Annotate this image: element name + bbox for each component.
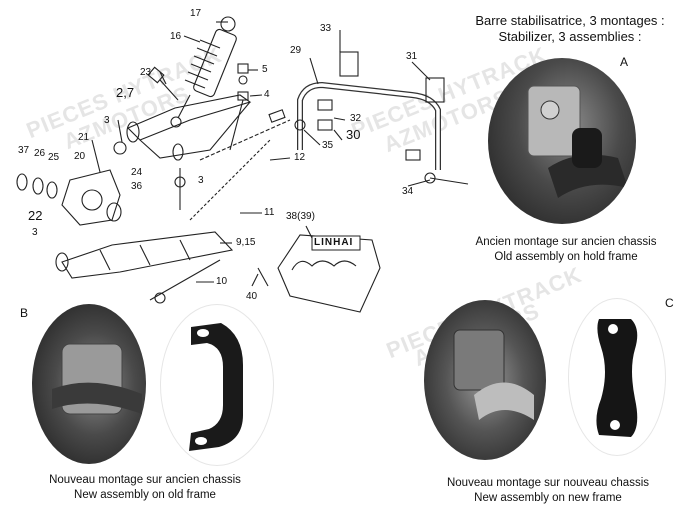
skid-cover <box>277 234 381 313</box>
photo-a <box>488 58 636 224</box>
photo-a-stabilizer-icon <box>527 85 628 198</box>
photo-c-letter: C <box>665 296 674 310</box>
callout-label: 31 <box>406 51 418 62</box>
callout-label: 25 <box>48 152 60 163</box>
callout-label: 29 <box>290 45 302 56</box>
bracket-icon <box>596 319 638 437</box>
callout-label: 11 <box>264 207 275 218</box>
header-title-en: Stabilizer, 3 assemblies : <box>498 29 642 44</box>
callout-label: 34 <box>402 186 414 197</box>
callout-label: 5 <box>262 64 268 75</box>
photo-a-caption-en: Old assembly on hold frame <box>494 251 638 263</box>
bracket-icon <box>189 323 243 451</box>
callout-label: 2,7 <box>116 85 135 100</box>
callout-label: 4 <box>264 89 270 100</box>
callout-label: 10 <box>216 276 228 287</box>
callout-label: 26 <box>34 148 46 159</box>
callout-label: 23 <box>140 67 152 78</box>
callout-label: 35 <box>322 140 334 151</box>
callout-label: 37 <box>18 145 30 156</box>
callout-label: 20 <box>74 151 86 162</box>
photo-b-left <box>32 304 146 464</box>
photo-b-letter: B <box>20 306 29 320</box>
callout-label: 33 <box>320 23 332 34</box>
callout-label: 36 <box>131 181 143 192</box>
photo-a-letter: A <box>620 55 629 69</box>
photo-c-right <box>568 298 666 456</box>
photo-b-caption-en: New assembly on old frame <box>74 489 216 501</box>
callout-label: 24 <box>131 167 143 178</box>
photo-b-assembly-icon <box>52 343 142 415</box>
photo-b-right <box>160 304 274 466</box>
photo-c-caption-en: New assembly on new frame <box>474 492 622 504</box>
stabilizer-bar <box>297 81 441 170</box>
callout-label: 3 <box>32 227 38 238</box>
callout-label: 38(39) <box>286 211 315 222</box>
upper-a-arm <box>126 94 252 161</box>
callout-label: 40 <box>246 291 258 302</box>
callout-label: 17 <box>190 8 202 19</box>
callout-label: 16 <box>170 31 182 42</box>
photo-c-assembly-icon <box>453 329 534 420</box>
photo-a-caption-fr: Ancien montage sur ancien chassis <box>475 236 657 248</box>
photo-c-left <box>424 300 546 460</box>
callout-label: 3 <box>104 115 110 126</box>
steering-knuckle <box>61 141 127 226</box>
callout-label: 30 <box>346 127 361 142</box>
callout-label: 12 <box>294 152 306 163</box>
callout-label: 32 <box>350 113 362 124</box>
photo-b-caption-fr: Nouveau montage sur ancien chassis <box>49 474 241 486</box>
lower-a-arm <box>55 231 234 279</box>
callout-label: 22 <box>28 208 43 223</box>
callout-label: 3 <box>198 175 204 186</box>
callout-label: 9,15 <box>236 237 256 248</box>
photo-c-caption-fr: Nouveau montage sur nouveau chassis <box>446 477 649 489</box>
cover-logo: LINHAI <box>314 237 354 248</box>
header-title-fr: Barre stabilisatrice, 3 montages : <box>475 13 665 28</box>
callout-label: 21 <box>78 132 90 143</box>
